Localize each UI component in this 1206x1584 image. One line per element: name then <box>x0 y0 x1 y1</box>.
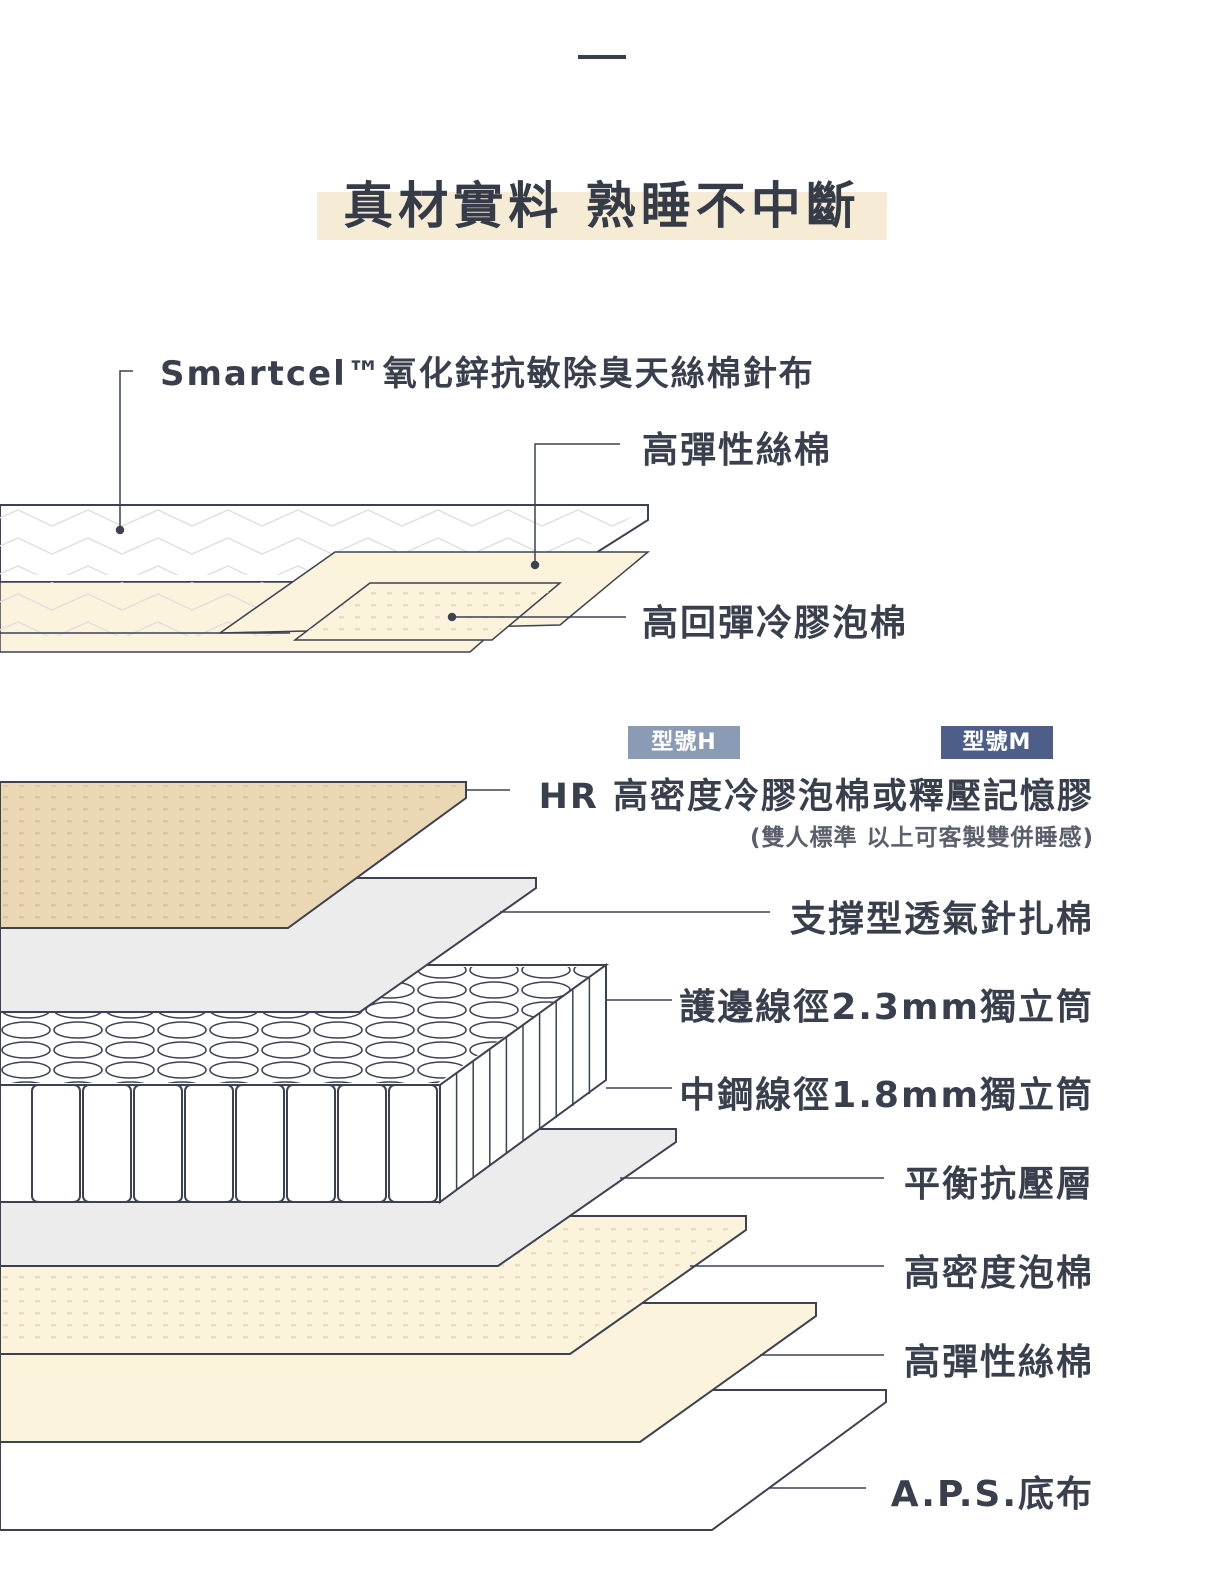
label-hr-note: (雙人標準 以上可客製雙併睡感) <box>749 825 1094 851</box>
badge-model-h: 型號H <box>628 726 740 759</box>
label-balance: 平衡抗壓層 <box>903 1164 1094 1205</box>
bottom-layers <box>0 781 887 1531</box>
top-layers <box>0 504 651 653</box>
spring-coil <box>184 1084 234 1203</box>
spring-coil <box>388 1084 438 1203</box>
top-leaders <box>115 370 626 622</box>
spring-coil <box>337 1084 387 1203</box>
cold-foam-dots <box>298 585 558 638</box>
label-hd-foam: 高密度泡棉 <box>903 1253 1094 1294</box>
label-hr-foam: HR 高密度冷膠泡棉或釋壓記憶膠 <box>538 777 1094 817</box>
hr-foam-dots <box>0 785 462 920</box>
badge-model-m: 型號M <box>941 726 1053 759</box>
spring-side-columns <box>455 977 591 1190</box>
label-main-spring: 中鋼線徑1.8mm獨立筒 <box>679 1075 1094 1116</box>
label-support: 支撐型透氣針扎棉 <box>789 899 1094 940</box>
spring-coil <box>31 1084 81 1203</box>
spring-coil <box>82 1084 132 1203</box>
page-title: 真材實料 熟睡不中斷 <box>343 177 861 235</box>
spring-columns <box>31 1084 438 1203</box>
label-edge-spring: 護邊線徑2.3mm獨立筒 <box>679 987 1094 1028</box>
label-fabric: Smartcel™氧化鋅抗敏除臭天絲棉針布 <box>160 354 815 394</box>
spring-coil <box>235 1084 285 1203</box>
label-cold-foam: 高回彈冷膠泡棉 <box>642 603 909 644</box>
top-dash <box>578 55 626 59</box>
label-silk-bottom: 高彈性絲棉 <box>903 1342 1094 1383</box>
bottom-leaders <box>466 789 884 1489</box>
label-silk-top: 高彈性絲棉 <box>642 430 833 471</box>
label-aps: A.P.S.底布 <box>890 1474 1094 1515</box>
title-highlight <box>317 192 887 240</box>
spring-coil <box>286 1084 336 1203</box>
spring-coil <box>133 1084 183 1203</box>
